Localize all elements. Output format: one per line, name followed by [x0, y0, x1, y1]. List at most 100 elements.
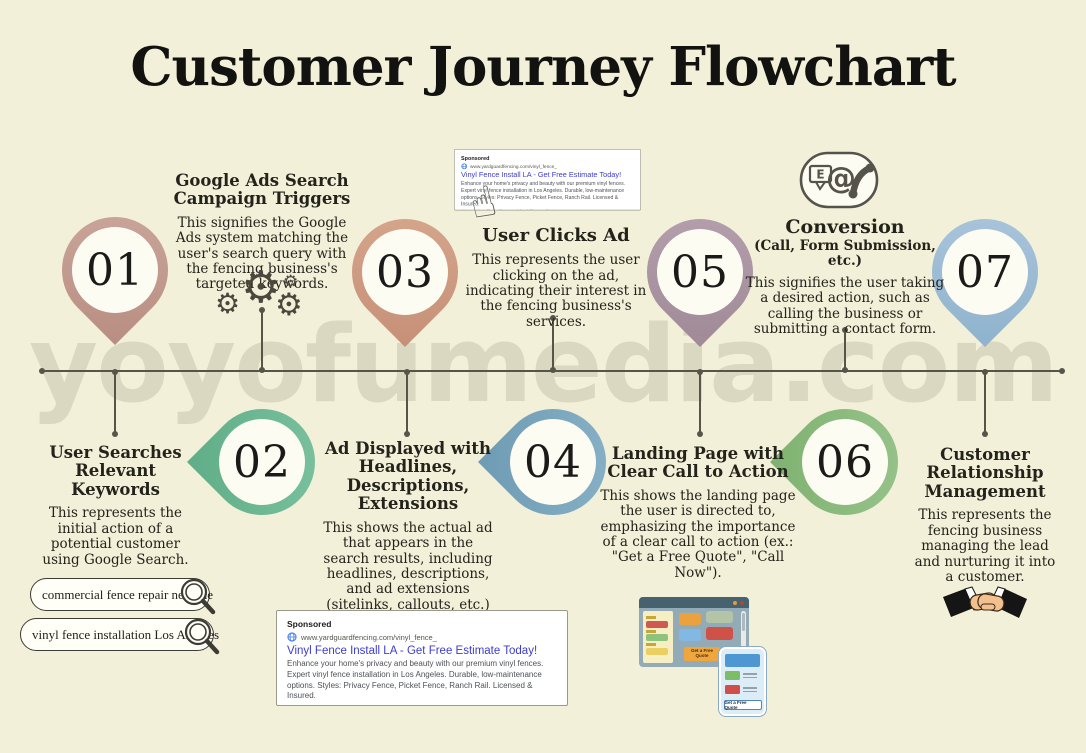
browser-header-bar [639, 597, 749, 608]
ad-sponsored-label: Sponsored [461, 154, 490, 162]
step-04-text-block: User Clicks Ad This represents the user … [462, 225, 650, 330]
mockup-sidebar [643, 611, 673, 663]
pin-circle-02: 02 [219, 419, 305, 505]
window-dot-icon [740, 600, 744, 605]
mobile-row [725, 671, 760, 681]
sidebar-label-bar [646, 616, 656, 619]
pin-circle-07: 07 [942, 229, 1028, 315]
connector-step-01 [114, 371, 116, 435]
gears-icon: ⚙ ⚙ ⚙ ⚙ [213, 264, 313, 336]
step-07-text-block: Customer Relationship Management This re… [910, 445, 1060, 585]
ad-display-url: www.yardguardfencing.com/vinyl_fence_ [470, 163, 557, 170]
step-02-title: Google Ads Search Campaign Triggers [173, 171, 351, 209]
mobile-text-line [743, 673, 757, 675]
content-block-red [706, 627, 733, 640]
connector-step-03 [406, 371, 408, 435]
step-01-text-block: User Searches Relevant Keywords This rep… [33, 443, 198, 568]
sidebar-green-bar [646, 634, 668, 641]
mobile-text-line [743, 676, 757, 678]
ad-url-row: www.yardguardfencing.com/vinyl_fence_ [461, 163, 634, 170]
ad-screenshot: Sponsored www.yardguardfencing.com/vinyl… [276, 610, 568, 706]
content-block-blue [679, 629, 701, 641]
step-06-description: This signifies the user taking a desired… [745, 274, 945, 338]
step-06-subtitle: (Call, Form Submission, etc.) [754, 238, 936, 270]
search-pill-1: commercial fence repair near me [30, 578, 216, 615]
mobile-row [725, 685, 760, 695]
pin-circle-04: 04 [510, 419, 596, 505]
connector-step-05 [699, 371, 701, 435]
step-05-description: This shows the landing page the user is … [600, 487, 796, 581]
pin-step-02: 02 [187, 387, 337, 537]
ad-display-url: www.yardguardfencing.com/vinyl_fence_ [301, 632, 437, 642]
pin-number-05: 05 [671, 246, 729, 298]
step-04-title: User Clicks Ad [482, 225, 630, 246]
gear-large-icon: ⚙ [241, 262, 281, 313]
step-04-description: This represents the user clicking on the… [465, 252, 647, 330]
ad-description: Enhance your home's privacy and beauty w… [461, 180, 626, 207]
desktop-cta-button: Get a Free Quote [684, 647, 720, 661]
mobile-cta-button: Get a Free Quote [723, 700, 762, 710]
globe-icon [287, 632, 297, 642]
pin-circle-06: 06 [802, 419, 888, 505]
sidebar-label-bar [646, 643, 656, 646]
step-03-description: This shows the actual ad that appears in… [323, 519, 493, 613]
step-02-description: This signifies the Google Ads system mat… [175, 214, 349, 293]
pin-number-03: 03 [376, 246, 434, 298]
ad-sponsored-label: Sponsored [287, 619, 332, 629]
mobile-text-line [743, 690, 757, 692]
sidebar-red-bar [646, 620, 668, 628]
step-01-title: User Searches Relevant Keywords [49, 443, 182, 499]
scrollbar-thumb [742, 613, 745, 631]
step-07-title: Customer Relationship Management [924, 445, 1046, 501]
pin-number-01: 01 [86, 244, 144, 296]
ad-url-row: www.yardguardfencing.com/vinyl_fence_ [287, 632, 557, 642]
step-03-title: Ad Displayed with Headlines, Description… [325, 439, 491, 514]
pin-number-07: 07 [956, 246, 1014, 298]
landing-mobile-mockup: Get a Free Quote [719, 647, 766, 716]
ad-headline: Vinyl Fence Install LA - Get Free Estima… [461, 171, 622, 180]
search-query-text-2: vinyl fence installation Los Angeles [32, 626, 220, 642]
connector-step-07 [984, 371, 986, 435]
connector-step-04 [552, 317, 554, 371]
sidebar-yellow-bar [646, 647, 668, 655]
content-block-orange [679, 613, 701, 625]
magnifier-icon [177, 575, 219, 621]
step-05-title: Landing Page with Clear Call to Action [607, 444, 789, 482]
landing-desktop-mockup: Get a Free Quote [639, 597, 749, 667]
step-06-text-block: Conversion (Call, Form Submission, etc.)… [740, 216, 950, 338]
pin-number-04: 04 [524, 436, 582, 488]
step-01-description: This represents the initial action of a … [42, 505, 189, 568]
mini-ad-card: Sponsored www.yardguardfencing.com/vinyl… [454, 149, 641, 211]
step-06-title: Conversion [785, 216, 905, 238]
gear-tiny-icon: ⚙ [283, 272, 299, 292]
pin-circle-05: 05 [657, 229, 743, 315]
window-dot-icon [733, 600, 737, 605]
handshake-icon [941, 580, 1029, 630]
page-title: Customer Journey Flowchart [130, 36, 956, 98]
scrollbar [741, 611, 746, 661]
step-05-text-block: Landing Page with Clear Call to Action T… [592, 444, 804, 581]
search-query-text-1: commercial fence repair near me [42, 586, 214, 602]
step-02-text-block: Google Ads Search Campaign Triggers This… [168, 171, 356, 293]
pin-number-06: 06 [816, 436, 874, 488]
svg-text:E: E [816, 168, 824, 182]
connector-step-02 [261, 309, 263, 371]
mobile-green-block [725, 671, 740, 680]
ad-sitelinks: About Us · Free Quote · Vinyl Fence Opti… [287, 704, 557, 705]
magnifier-icon [181, 615, 223, 661]
mobile-text-line [743, 687, 757, 689]
pin-circle-03: 03 [362, 229, 448, 315]
ad-headline: Vinyl Fence Install LA - Get Free Estima… [287, 645, 538, 657]
sidebar-label-bar [646, 629, 656, 633]
globe-icon [461, 163, 468, 170]
gear-medium-icon: ⚙ [275, 287, 303, 323]
pin-number-02: 02 [233, 436, 291, 488]
search-pill-2: vinyl fence installation Los Angeles [20, 618, 220, 655]
step-03-text-block: Ad Displayed with Headlines, Description… [321, 439, 495, 613]
content-block-sage [706, 611, 733, 623]
email-phone-contact-icon: E @ [797, 146, 881, 218]
pin-circle-01: 01 [72, 227, 158, 313]
connector-step-06 [844, 329, 846, 371]
ad-description: Enhance your home's privacy and beauty w… [287, 659, 544, 701]
